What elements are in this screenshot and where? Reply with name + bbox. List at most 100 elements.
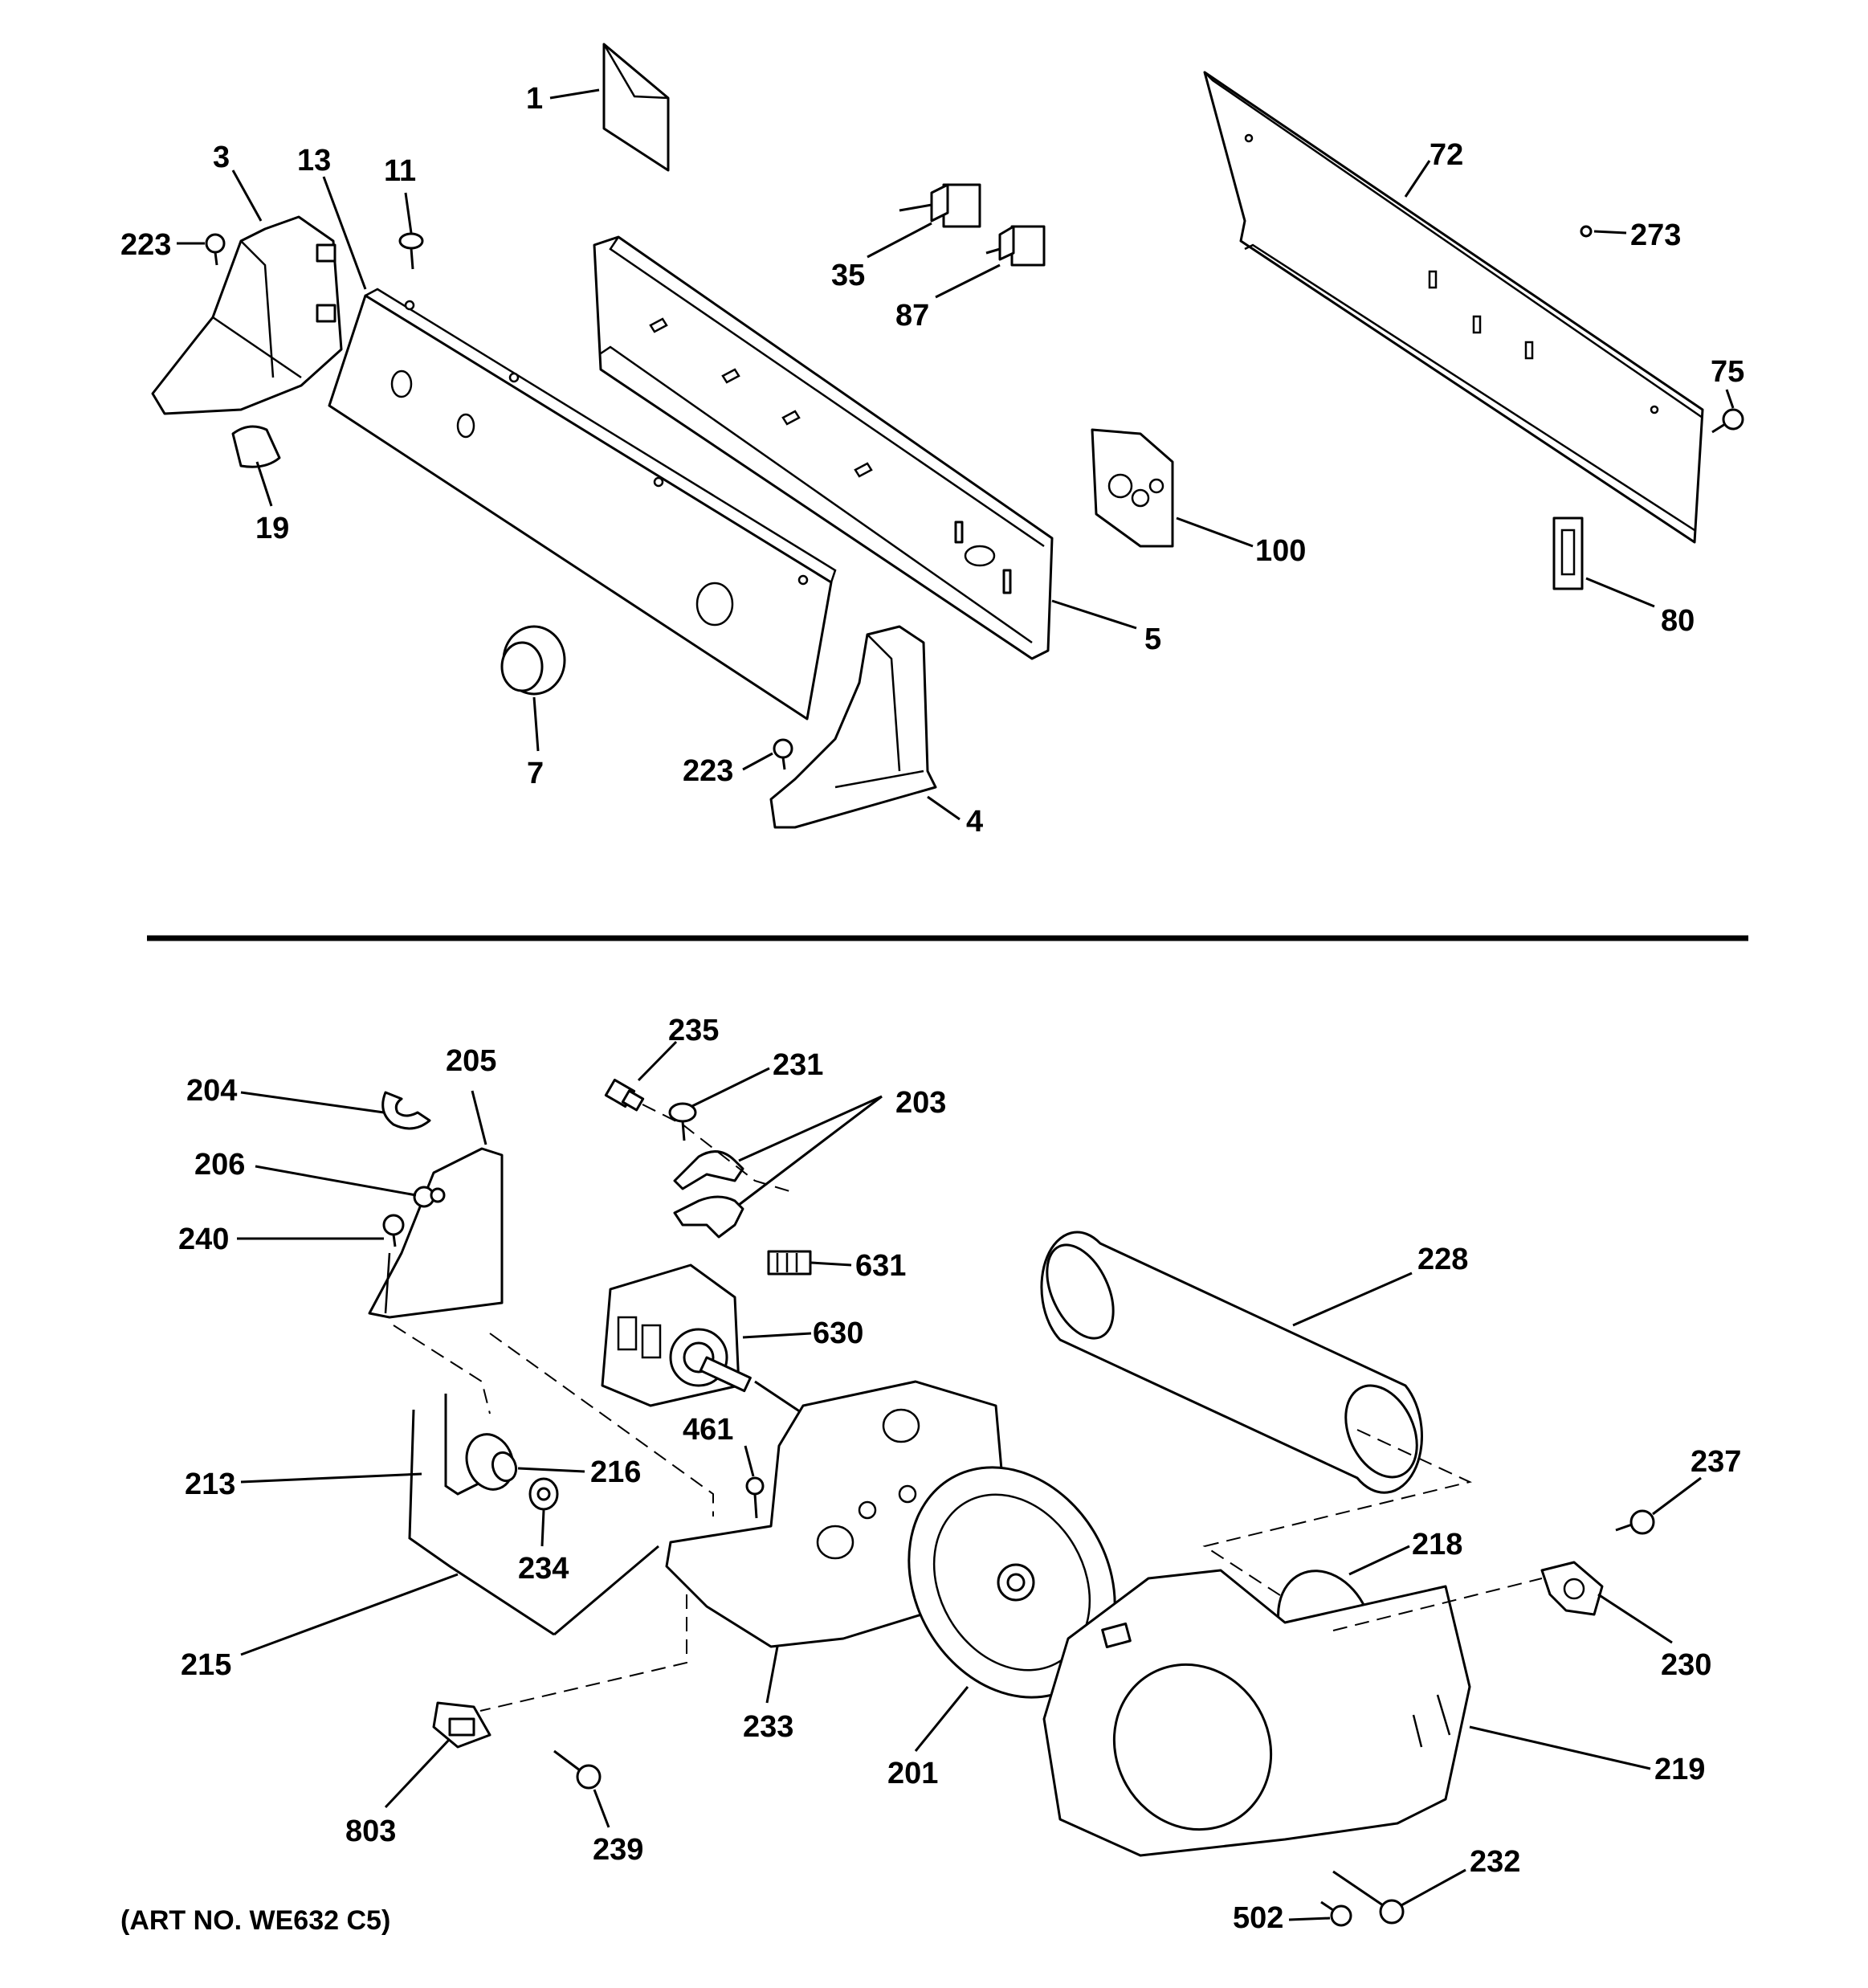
leader-19 (255, 461, 273, 507)
screw-231 (668, 1102, 697, 1141)
part-228-duct (1040, 1231, 1424, 1494)
leader-230 (1597, 1593, 1673, 1644)
part-19-cap (231, 425, 281, 468)
leader-87 (935, 263, 1001, 299)
part-80-clip (1552, 516, 1584, 590)
label-223b: 223 (683, 754, 733, 788)
leader-204 (240, 1091, 385, 1114)
leader-35 (867, 222, 932, 259)
dash-assembly-5 (642, 1104, 796, 1194)
label-461: 461 (683, 1413, 733, 1447)
leader-3 (231, 169, 263, 222)
part-205-bracket (368, 1147, 504, 1319)
screw-237 (1615, 1509, 1655, 1535)
part-630-motor (601, 1263, 804, 1415)
leader-237 (1652, 1476, 1702, 1516)
leader-233 (765, 1646, 779, 1704)
part-13-control-panel (328, 288, 837, 720)
part-216-idler-pulley (465, 1433, 518, 1491)
label-1: 1 (526, 82, 543, 116)
label-230: 230 (1661, 1648, 1711, 1682)
label-803: 803 (345, 1815, 396, 1848)
screw-502 (1320, 1900, 1352, 1927)
leader-630 (742, 1332, 812, 1339)
label-201: 201 (887, 1757, 938, 1790)
label-232: 232 (1470, 1845, 1520, 1879)
part-213-rod (408, 1394, 555, 1636)
dash-assembly-3 (479, 1594, 687, 1712)
part-100-timer (1091, 428, 1174, 548)
label-216: 216 (590, 1455, 641, 1489)
leader-1 (549, 88, 600, 100)
screw-232 (1332, 1870, 1405, 1925)
part-1-manual (602, 43, 670, 172)
label-35: 35 (831, 259, 865, 292)
screw-223-top-left (205, 233, 226, 266)
dash-assembly-2 (489, 1333, 714, 1517)
label-75: 75 (1711, 355, 1744, 389)
label-273: 273 (1630, 218, 1681, 252)
leader-461 (744, 1445, 755, 1477)
label-3: 3 (213, 141, 230, 174)
leader-205 (471, 1090, 487, 1145)
screw-273 (1580, 225, 1593, 238)
part-215-arm (553, 1545, 659, 1636)
dash-assembly-6 (1332, 1578, 1543, 1631)
label-235: 235 (668, 1014, 719, 1047)
label-204: 204 (186, 1074, 237, 1108)
part-631-connector (767, 1250, 812, 1276)
dash-assembly-4 (1202, 1429, 1473, 1599)
label-233: 233 (743, 1710, 793, 1744)
label-87: 87 (895, 299, 929, 333)
leader-234 (540, 1509, 545, 1547)
screw-239 (553, 1749, 602, 1790)
label-228: 228 (1417, 1243, 1468, 1276)
label-13: 13 (297, 144, 331, 178)
leader-216 (517, 1467, 585, 1473)
label-203: 203 (895, 1086, 946, 1120)
label-205: 205 (446, 1044, 496, 1078)
leader-218 (1348, 1545, 1410, 1576)
part-203-clamp-lower (673, 1195, 744, 1239)
label-5: 5 (1144, 623, 1161, 656)
label-100: 100 (1255, 534, 1306, 568)
part-234-pulley (528, 1477, 559, 1511)
part-203-clamp-upper (673, 1150, 744, 1190)
label-7: 7 (527, 757, 544, 790)
leader-203-b (738, 1095, 883, 1206)
part-3-endcap-left (151, 215, 343, 415)
leader-75 (1725, 389, 1735, 409)
leader-13 (322, 176, 367, 290)
leader-11 (404, 192, 413, 234)
leader-219 (1469, 1725, 1651, 1770)
dash-assembly-1 (393, 1325, 491, 1414)
label-11: 11 (384, 154, 416, 188)
leader-100 (1176, 516, 1254, 548)
leader-5 (1051, 599, 1137, 630)
label-19: 19 (255, 512, 289, 545)
leader-228 (1292, 1272, 1413, 1327)
leader-4 (927, 795, 961, 821)
screw-461 (745, 1476, 765, 1519)
label-234: 234 (518, 1552, 569, 1586)
label-630: 630 (813, 1316, 863, 1350)
leader-72 (1404, 160, 1431, 198)
part-219-housing-front (1042, 1569, 1471, 1857)
label-237: 237 (1691, 1445, 1741, 1479)
label-218: 218 (1412, 1528, 1462, 1561)
art-number: (ART NO. WE632 C5) (120, 1905, 390, 1936)
leader-206 (255, 1165, 417, 1197)
label-215: 215 (181, 1648, 231, 1682)
label-231: 231 (773, 1048, 823, 1082)
label-72: 72 (1430, 138, 1463, 172)
label-502: 502 (1233, 1901, 1283, 1935)
label-239: 239 (593, 1833, 643, 1867)
part-87-switch (985, 225, 1046, 267)
screw-223-bottom (773, 738, 793, 770)
leader-239 (593, 1789, 610, 1828)
leader-235 (637, 1040, 678, 1082)
label-223a: 223 (120, 228, 171, 262)
leader-631 (810, 1261, 852, 1267)
leader-201 (914, 1686, 969, 1752)
part-5-frame (593, 235, 1054, 660)
